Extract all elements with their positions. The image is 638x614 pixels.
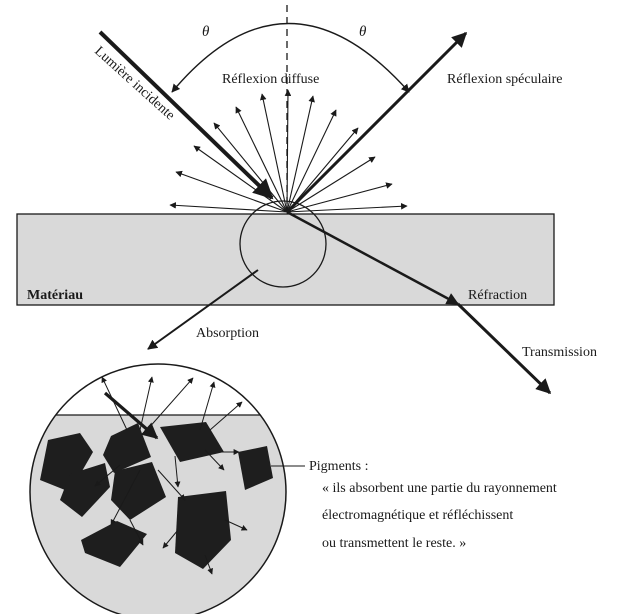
pigments-label: Pigments : bbox=[309, 459, 369, 474]
pigment-note-line-2: électromagnétique et réfléchissent bbox=[322, 508, 513, 523]
incident-light-label: Lumière incidente bbox=[91, 44, 177, 124]
transmission-label: Transmission bbox=[522, 345, 597, 360]
pigment-note-line-1: « ils absorbent une partie du rayonnemen… bbox=[322, 481, 557, 496]
theta-right-label: θ bbox=[359, 24, 367, 40]
transmission-ray bbox=[456, 302, 552, 395]
zoomed-detail bbox=[29, 363, 287, 614]
scatter-arrows bbox=[94, 376, 248, 575]
zoom-region-circle bbox=[239, 200, 327, 288]
theta-left-label: θ bbox=[202, 24, 210, 40]
specular-reflection-label: Réflexion spéculaire bbox=[447, 72, 562, 87]
pigment-note-line-3: ou transmettent le reste. » bbox=[322, 536, 466, 551]
material-label: Matériau bbox=[27, 288, 83, 303]
refraction-label: Réfraction bbox=[468, 288, 527, 303]
specular-reflection-ray bbox=[285, 31, 468, 214]
absorption-label: Absorption bbox=[196, 326, 259, 341]
diffuse-reflection-label: Réflexion diffuse bbox=[222, 72, 319, 87]
refraction-ray bbox=[286, 210, 460, 306]
diffuse-reflection-rays bbox=[169, 89, 408, 213]
pigment-particles bbox=[40, 422, 273, 569]
incident-light-ray bbox=[98, 30, 274, 200]
material-slab bbox=[16, 213, 555, 306]
theta-arc bbox=[171, 22, 410, 93]
absorption-arrow bbox=[147, 269, 259, 350]
